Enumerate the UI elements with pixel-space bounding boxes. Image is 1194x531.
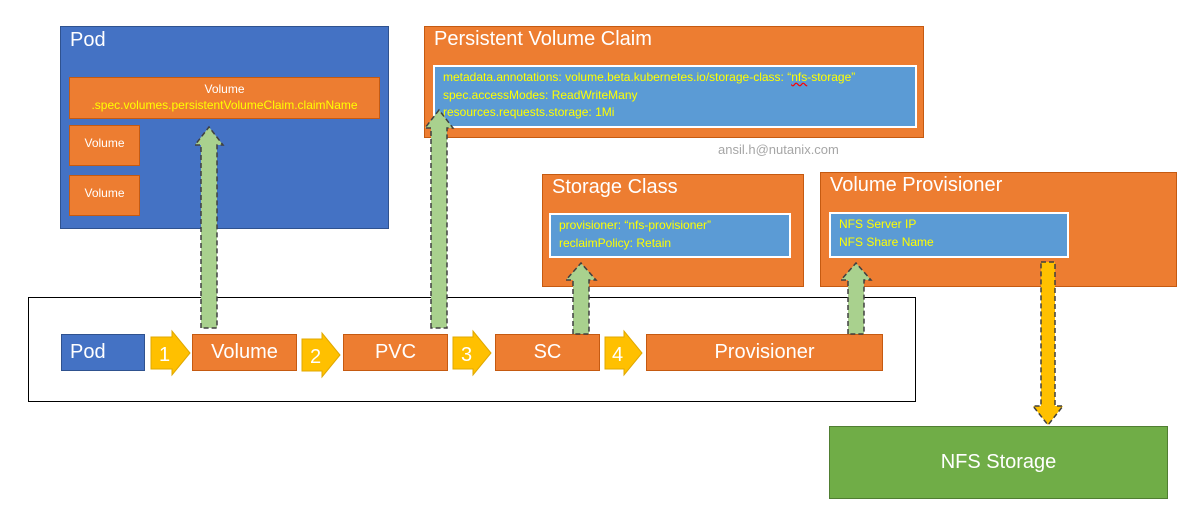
pod-volume-box-2: Volume <box>69 125 140 166</box>
volume-provisioner-title: Volume Provisioner <box>830 174 1003 196</box>
pvc-annotation-prefix: metadata.annotations: volume.beta.kubern… <box>443 70 792 84</box>
storage-class-spec-box: provisioner: “nfs-provisioner” reclaimPo… <box>549 213 791 258</box>
nfs-storage-box: NFS Storage <box>829 426 1168 499</box>
pvc-annotation-nfs: nfs <box>791 70 808 84</box>
connector-pvc-to-claim <box>423 108 455 329</box>
step-arrow-2 <box>301 331 341 379</box>
step-label-1: 1 <box>159 344 170 366</box>
connector-volume-to-pod <box>193 125 225 329</box>
pvc-access-modes-line: spec.accessModes: ReadWriteMany <box>443 87 638 102</box>
volume-provisioner-panel: Volume Provisioner NFS Server IP NFS Sha… <box>820 172 1177 287</box>
pod-volume-label: Volume <box>204 82 245 96</box>
pvc-spec-box: metadata.annotations: volume.beta.kubern… <box>433 65 917 128</box>
flow-provisioner-box: Provisioner <box>646 334 883 371</box>
step-label-4: 4 <box>612 344 623 366</box>
storage-class-title: Storage Class <box>552 176 678 198</box>
pvc-storage-request-line: resources.requests.storage: 1Mi <box>443 105 615 119</box>
sc-reclaim-policy-line: reclaimPolicy: Retain <box>559 235 672 250</box>
flow-pod-box: Pod <box>61 334 145 371</box>
pod-volume-box-3: Volume <box>69 175 140 216</box>
flow-pvc-box: PVC <box>343 334 448 371</box>
volume-provisioner-spec-box: NFS Server IP NFS Share Name <box>829 212 1069 258</box>
pvc-panel: Persistent Volume Claim metadata.annotat… <box>424 26 924 138</box>
flow-sc-box: SC <box>495 334 600 371</box>
step-arrow-4 <box>604 329 643 377</box>
step-arrow-1 <box>150 329 191 377</box>
step-label-3: 3 <box>461 344 472 366</box>
sc-provisioner-line: provisioner: “nfs-provisioner” <box>559 218 712 232</box>
pvc-annotation-line: metadata.annotations: volume.beta.kubern… <box>443 69 907 87</box>
pod-volume-claim-box: Volume .spec.volumes.persistentVolumeCla… <box>69 77 380 119</box>
vp-nfs-server-ip-line: NFS Server IP <box>839 217 917 231</box>
flow-volume-box: Volume <box>192 334 297 371</box>
vp-nfs-share-name-line: NFS Share Name <box>839 234 934 249</box>
author-watermark: ansil.h@nutanix.com <box>718 142 839 157</box>
pod-panel: Pod Volume .spec.volumes.persistentVolum… <box>60 26 389 229</box>
connector-provisioner-to-nfs-storage <box>1031 261 1065 427</box>
pvc-annotation-suffix: -storage” <box>807 70 856 84</box>
pod-panel-title: Pod <box>70 29 106 51</box>
pod-volume-claim-path: .spec.volumes.persistentVolumeClaim.clai… <box>91 98 358 112</box>
pvc-panel-title: Persistent Volume Claim <box>434 28 652 50</box>
step-arrow-3 <box>452 329 492 377</box>
connector-provisioner-to-volume-provisioner <box>839 261 873 335</box>
connector-sc-to-storage-class <box>564 261 598 335</box>
step-label-2: 2 <box>310 346 321 368</box>
